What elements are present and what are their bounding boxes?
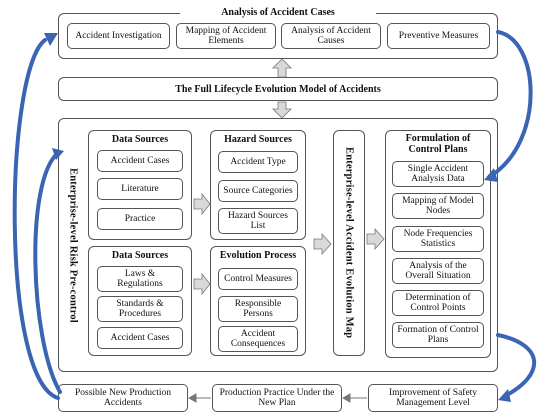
production-practice-box: Production Practice Under the New Plan [212, 384, 342, 412]
analysis-panel-title: Analysis of Accident Cases [180, 6, 376, 20]
accident-evolution-map-box: Enterprise-level Accident Evolution Map [333, 130, 365, 356]
arrowhead-practice-to-accidents [187, 393, 197, 403]
lifecycle-model-title: The Full Lifecycle Evolution Model of Ac… [175, 83, 381, 95]
safety-management-box: Improvement of Safety Management Level [368, 384, 498, 412]
mapping-accident-elements-node: Mapping of Accident Elements [176, 23, 276, 49]
ds2-accident-cases: Accident Cases [97, 327, 183, 349]
ds2-standards-procedures: Standards & Procedures [97, 296, 183, 322]
hazard-source-categories: Source Categories [218, 180, 298, 202]
hazard-accident-type: Accident Type [218, 151, 298, 173]
accident-investigation-node: Accident Investigation [67, 23, 170, 49]
cp-overall-situation: Analysis of the Overall Situation [392, 258, 484, 284]
evolution-accident-consequences: Accident Consequences [218, 326, 298, 352]
cp-control-points: Determination of Control Points [392, 290, 484, 316]
cp-node-frequencies: Node Frequencies Statistics [392, 226, 484, 252]
ds1-practice: Practice [97, 208, 183, 230]
cp-formation-plans: Formation of Control Plans [392, 322, 484, 348]
data-sources-title-1: Data Sources [111, 134, 169, 145]
arrow-up-to-analysis [272, 58, 292, 78]
evolution-process-title: Evolution Process [219, 250, 297, 261]
blue-loop-left-outer [12, 38, 60, 400]
hazard-sources-list: Hazard Sources List [218, 208, 298, 234]
blue-loop-left-inner [33, 151, 62, 394]
ds1-literature: Literature [97, 178, 183, 200]
risk-precontrol-label: Enterprise-level Risk Pre-control [67, 167, 79, 323]
data-sources-title-2: Data Sources [111, 250, 169, 261]
evolution-control-measures: Control Measures [218, 268, 298, 290]
cp-mapping-model-nodes: Mapping of Model Nodes [392, 193, 484, 219]
lifecycle-model-bar: The Full Lifecycle Evolution Model of Ac… [58, 77, 498, 101]
blue-arrowhead-analysis [44, 33, 58, 46]
possible-new-accidents-box: Possible New Production Accidents [58, 384, 188, 412]
arrowhead-safety-to-practice [341, 393, 351, 403]
analysis-accident-causes-node: Analysis of Accident Causes [281, 23, 381, 49]
control-plans-title: Formulation of Control Plans [405, 133, 471, 155]
evolution-responsible-persons: Responsible Persons [218, 296, 298, 322]
blue-loop-right-bottom [496, 333, 537, 398]
preventive-measures-node: Preventive Measures [387, 23, 490, 49]
arrow-down-to-container [272, 101, 292, 119]
hazard-sources-title: Hazard Sources [224, 134, 292, 145]
ds2-laws-regulations: Laws & Regulations [97, 266, 183, 292]
ds1-accident-cases: Accident Cases [97, 150, 183, 172]
blue-arrowhead-safety [498, 389, 511, 402]
cp-single-accident-data: Single Accident Analysis Data [392, 161, 484, 187]
